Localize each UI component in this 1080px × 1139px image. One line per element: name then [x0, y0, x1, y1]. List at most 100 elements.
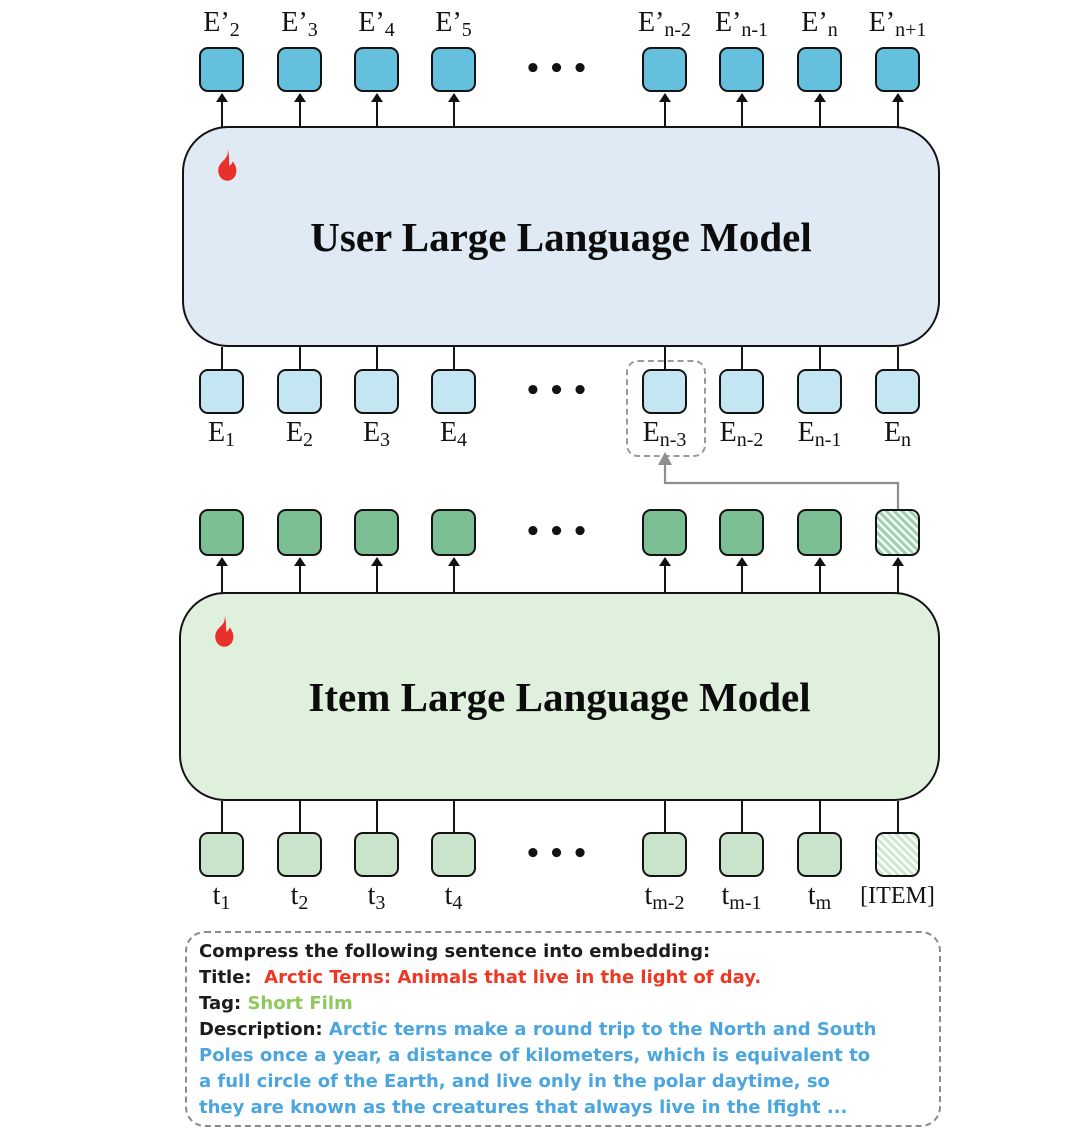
item-output-embedding-box [199, 509, 244, 556]
arrow-up-icon [447, 93, 460, 102]
arrow-up-icon [735, 93, 748, 102]
prompt-line: they are known as the creatures that alw… [199, 1095, 927, 1121]
user-output-embedding-box [797, 47, 842, 92]
user-output-embedding-box [719, 47, 764, 92]
connector-line [298, 801, 301, 832]
arrow-up-icon [891, 557, 904, 566]
arrow-up-icon [735, 557, 748, 566]
prompt-line: a full circle of the Earth, and live onl… [199, 1069, 927, 1095]
connector-line [818, 801, 821, 832]
user-input-embedding-box [354, 369, 399, 414]
arrow-shaft [896, 101, 899, 127]
connector-line [452, 801, 455, 832]
prompt-box: Compress the following sentence into emb… [185, 931, 941, 1127]
arrow-shaft [663, 101, 666, 127]
user-input-embedding-box [875, 369, 920, 414]
arrow-up-icon [447, 557, 460, 566]
arrow-up-icon [293, 93, 306, 102]
arrow-shaft [740, 565, 743, 593]
arrow-shaft [740, 101, 743, 127]
ellipsis: ••• [524, 54, 596, 84]
user-input-embedding-box [277, 369, 322, 414]
connector-line [298, 347, 301, 370]
fire-icon [218, 149, 237, 181]
prompt-line: Tag: Short Film [199, 991, 927, 1017]
prompt-segment: Arctic Terns: Animals that live in the l… [264, 967, 762, 988]
connector-line [375, 347, 378, 370]
input-embedding-label: En-1 [797, 417, 842, 451]
user-output-embedding-box [277, 47, 322, 92]
item-output-embedding-box [431, 509, 476, 556]
connector-line [740, 801, 743, 832]
arrow-shaft [452, 101, 455, 127]
prompt-line: Description: Arctic terns make a round t… [199, 1017, 927, 1043]
token-label: t2 [290, 880, 309, 914]
connector-line [452, 347, 455, 370]
arrow-shaft [818, 101, 821, 127]
item-token-box [354, 832, 399, 877]
user-input-embedding-box [642, 369, 687, 414]
prompt-lines: Compress the following sentence into emb… [199, 939, 927, 1121]
user-output-embedding-box [431, 47, 476, 92]
user-llm-box: User Large Language Model [182, 126, 940, 347]
prompt-line: Compress the following sentence into emb… [199, 939, 927, 965]
connector-line [220, 347, 223, 370]
arrow-up-icon [658, 557, 671, 566]
connector-line [663, 801, 666, 832]
prompt-segment: Poles once a year, a distance of kilomet… [199, 1045, 871, 1066]
user-input-embedding-box [199, 369, 244, 414]
token-label: t3 [367, 880, 386, 914]
token-label: [ITEM] [860, 883, 935, 909]
arrow-up-icon [215, 557, 228, 566]
output-embedding-label: E’n+1 [868, 7, 927, 41]
ellipsis: ••• [524, 517, 596, 547]
arrow-up-icon [891, 93, 904, 102]
item-output-embedding-box [277, 509, 322, 556]
output-embedding-label: E’4 [358, 7, 395, 41]
item-output-embedding-box [354, 509, 399, 556]
user-llm-title: User Large Language Model [310, 213, 812, 260]
arrow-up-icon [370, 93, 383, 102]
ellipsis: ••• [524, 839, 596, 869]
arrow-up-icon [370, 557, 383, 566]
prompt-segment: a full circle of the Earth, and live onl… [199, 1071, 830, 1092]
token-label: t4 [444, 880, 463, 914]
ellipsis: ••• [524, 376, 596, 406]
item-output-embedding-box [875, 509, 920, 556]
output-embedding-label: E’n [801, 7, 838, 41]
user-output-embedding-box [354, 47, 399, 92]
user-input-embedding-box [719, 369, 764, 414]
user-output-embedding-box [199, 47, 244, 92]
item-token-box [431, 832, 476, 877]
token-label: tm [807, 880, 832, 914]
item-token-box [719, 832, 764, 877]
input-embedding-label: E1 [207, 417, 236, 451]
item-token-box [277, 832, 322, 877]
connector-line [375, 801, 378, 832]
arrow-up-icon [215, 93, 228, 102]
output-embedding-label: E’2 [203, 7, 240, 41]
arrow-shaft [375, 565, 378, 593]
arrow-shaft [663, 565, 666, 593]
arrow-shaft [220, 101, 223, 127]
user-output-embedding-box [642, 47, 687, 92]
input-embedding-label: En-3 [642, 417, 687, 451]
connector-line [896, 347, 899, 370]
token-label: tm-2 [644, 880, 685, 914]
item-llm-title: Item Large Language Model [308, 673, 811, 720]
arrow-up-icon [813, 557, 826, 566]
user-output-embedding-box [875, 47, 920, 92]
connector-line [818, 347, 821, 370]
item-token-box [642, 832, 687, 877]
connector-line [220, 801, 223, 832]
item-output-embedding-box [642, 509, 687, 556]
prompt-line: Poles once a year, a distance of kilomet… [199, 1043, 927, 1069]
prompt-line: Title: Arctic Terns: Animals that live i… [199, 965, 927, 991]
arrow-shaft [298, 565, 301, 593]
arrow-shaft [298, 101, 301, 127]
arrow-up-icon [293, 557, 306, 566]
output-embedding-label: E’5 [435, 7, 472, 41]
item-output-embedding-box [797, 509, 842, 556]
arrow-up-icon [813, 93, 826, 102]
